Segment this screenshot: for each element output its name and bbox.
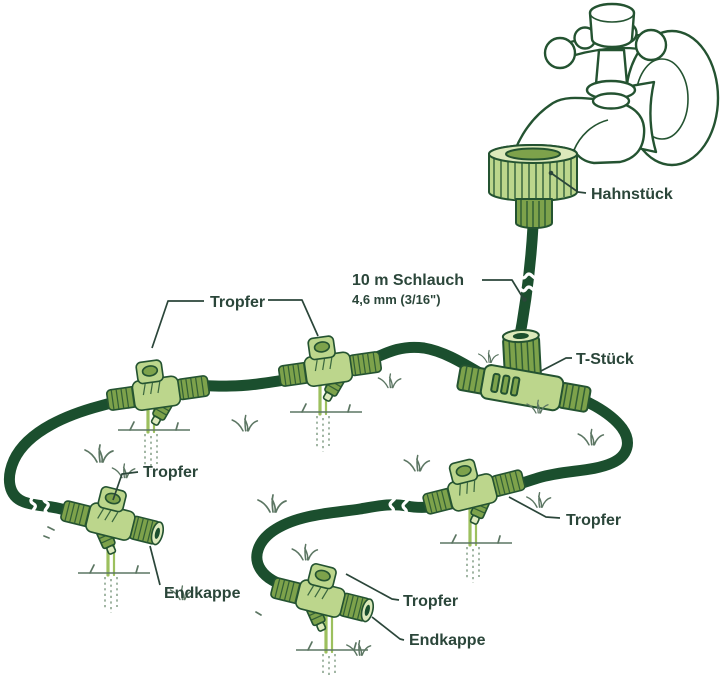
leader-line <box>540 357 572 372</box>
leader-dot <box>522 297 527 302</box>
dripper-label: Tropfer <box>210 294 265 311</box>
label-dripper-top: Tropfer <box>151 294 319 349</box>
handle-hub-top <box>589 3 635 23</box>
endcap-label: Endkappe <box>409 632 486 649</box>
label-dripper-left: Tropfer <box>112 464 198 501</box>
label-hahnstueck: Hahnstück <box>548 170 673 203</box>
faucet-collar-lower <box>591 92 631 110</box>
leader-line <box>508 496 561 519</box>
dripper-label: Tropfer <box>403 593 458 610</box>
dripper-bottom-left <box>53 477 172 569</box>
dripper-label: Tropfer <box>566 512 621 529</box>
leader-line <box>345 573 400 601</box>
hose-length-label: 10 m Schlauch <box>352 272 464 289</box>
t-piece-label: T-Stück <box>576 351 634 368</box>
dripper-top-center <box>274 328 386 411</box>
right-branch-hose <box>251 384 633 593</box>
leader-line <box>112 471 139 501</box>
faucet-handle <box>543 2 668 70</box>
label-t-piece: T-Stück <box>540 351 634 372</box>
tap-connector-fitting <box>488 144 578 229</box>
label-endcap-left: Endkappe <box>149 545 241 602</box>
dripper-top-left <box>102 352 214 435</box>
leader-line <box>149 545 161 586</box>
leader-line <box>151 300 204 349</box>
dripper-bottom-right <box>415 447 533 539</box>
spout-inner-line <box>573 119 609 151</box>
t-piece-fitting <box>456 328 592 413</box>
label-endcap-bottom: Endkappe <box>371 616 486 649</box>
label-dripper-bottom: Tropfer <box>345 573 458 610</box>
hose-diameter-label: 4,6 mm (3/16") <box>352 292 441 307</box>
handle-hub <box>588 2 636 49</box>
leader-line <box>268 299 319 337</box>
faucet <box>504 2 720 198</box>
hahnstueck-label: Hahnstück <box>591 186 673 203</box>
endcap-label: Endkappe <box>164 585 241 602</box>
left-branch-hose <box>3 341 498 527</box>
label-dripper-right: Tropfer <box>508 496 621 529</box>
label-hose-spec: 10 m Schlauch 4,6 mm (3/16") <box>352 272 527 307</box>
grass-tufts <box>43 349 605 656</box>
leader-line <box>550 172 587 194</box>
faucet-neck <box>594 48 629 86</box>
dripper-label: Tropfer <box>143 464 198 481</box>
leader-line <box>482 279 524 299</box>
leader-line <box>371 616 405 641</box>
dripper-bottom-center <box>263 554 382 646</box>
